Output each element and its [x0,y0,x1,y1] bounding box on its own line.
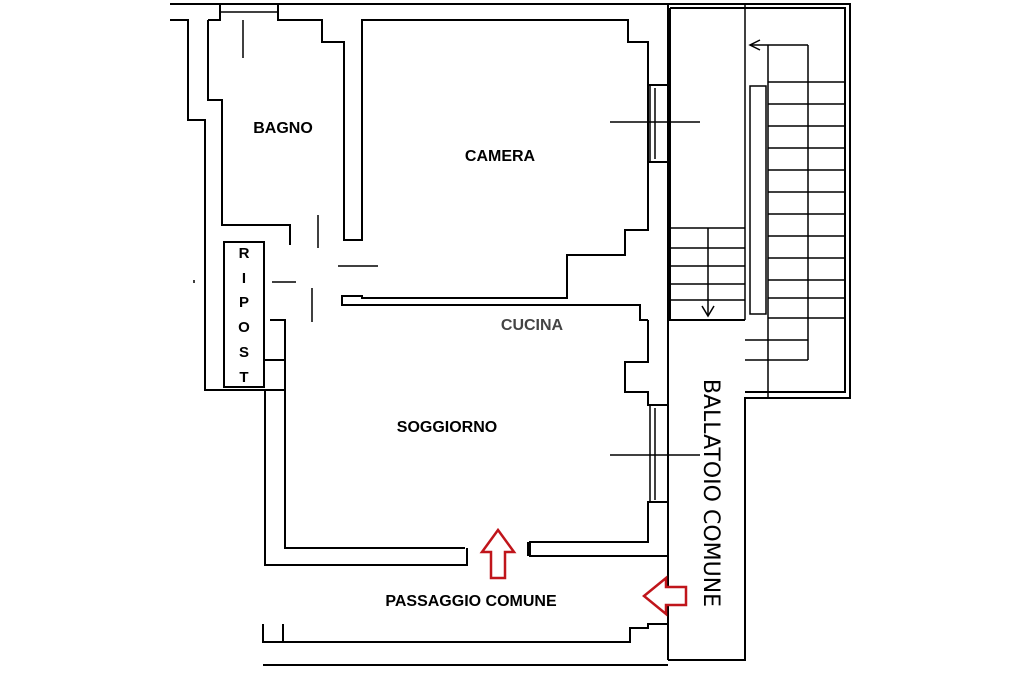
ripost-letter: S [239,344,249,361]
ripost-letter: P [239,294,249,311]
ripost-letter: O [238,319,250,336]
room-label-bagno: BAGNO [253,120,313,137]
entry-arrow-up-icon [479,527,517,580]
window-camera [610,84,700,163]
door-lines [220,11,378,322]
room-label-ripost: R I P O S T [238,245,250,386]
ripost-letter: T [239,369,248,386]
entry-arrow-left-icon [642,575,688,617]
room-label-camera: CAMERA [465,148,536,165]
room-label-soggiorno: SOGGIORNO [397,419,497,436]
ripost-letter: R [239,245,250,262]
corridor-label-ballatoio-comune: BALLATOIO COMUNE [698,379,723,607]
window-soggiorno [610,404,700,503]
room-label-cucina: CUCINA [501,317,564,334]
walls [170,3,851,666]
room-label-passaggio-comune: PASSAGGIO COMUNE [385,593,557,610]
ripost-letter: I [242,270,246,287]
staircase [670,4,845,398]
